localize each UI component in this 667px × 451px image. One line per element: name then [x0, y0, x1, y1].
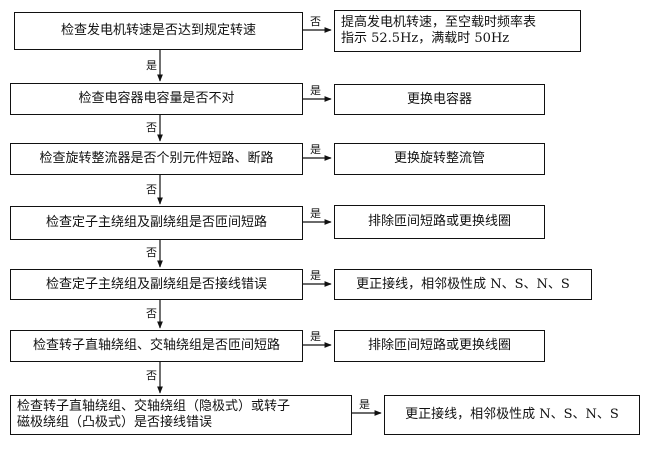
check-text-4: 检查定子主绕组及副绕组是否匝间短路 — [45, 215, 267, 230]
check-box-1: 检查发电机转速是否达到规定转速 — [14, 12, 303, 50]
side-label-6: 是 — [310, 330, 321, 343]
action-text-6: 排除匝间短路或更换线圈 — [367, 338, 511, 353]
action-box-3: 更换旋转整流管 — [334, 143, 545, 175]
down-label-6: 否 — [146, 369, 157, 382]
check-box-5: 检查定子主绕组及副绕组是否接线错误 — [10, 269, 303, 300]
down-label-5: 否 — [146, 307, 157, 320]
down-label-1: 是 — [146, 59, 157, 72]
action-box-2: 更换电容器 — [334, 84, 545, 115]
check-box-2: 检查电容器电容量是否不对 — [10, 83, 303, 115]
action-text-1: 提高发电机转速，至空载时频率表 指示 52.5Hz，满载时 50Hz — [341, 15, 537, 46]
action-box-4: 排除匝间短路或更换线圈 — [334, 205, 545, 239]
check-box-4: 检查定子主绕组及副绕组是否匝间短路 — [10, 206, 303, 240]
down-label-3: 否 — [146, 183, 157, 196]
side-label-1: 否 — [310, 15, 321, 28]
side-label-5: 是 — [310, 269, 321, 282]
side-label-2: 是 — [310, 84, 321, 97]
action-text-3: 更换旋转整流管 — [393, 151, 485, 166]
side-label-4: 是 — [310, 207, 321, 220]
check-text-7: 检查转子直轴绕组、交轴绕组（隐极式）或转子 磁极绕组（凸极式）是否接线错误 — [17, 399, 291, 430]
action-text-7: 更正接线，相邻极性成 N、S、N、S — [405, 407, 619, 422]
action-text-4: 排除匝间短路或更换线圈 — [367, 214, 511, 229]
action-text-5: 更正接线，相邻极性成 N、S、N、S — [356, 276, 570, 292]
down-label-4: 否 — [146, 246, 157, 259]
down-label-2: 否 — [146, 121, 157, 134]
check-text-5: 检查定子主绕组及副绕组是否接线错误 — [45, 276, 267, 292]
action-box-7: 更正接线，相邻极性成 N、S、N、S — [384, 395, 640, 435]
check-box-7: 检查转子直轴绕组、交轴绕组（隐极式）或转子 磁极绕组（凸极式）是否接线错误 — [10, 395, 352, 435]
side-label-7: 是 — [359, 398, 370, 411]
check-text-1: 检查发电机转速是否达到规定转速 — [60, 23, 256, 38]
check-text-3: 检查旋转整流器是否个别元件短路、断路 — [39, 151, 274, 166]
check-text-6: 检查转子直轴绕组、交轴绕组是否匝间短路 — [32, 338, 280, 353]
action-box-6: 排除匝间短路或更换线圈 — [334, 330, 545, 362]
side-label-3: 是 — [310, 143, 321, 156]
check-box-3: 检查旋转整流器是否个别元件短路、断路 — [10, 143, 303, 175]
check-text-2: 检查电容器电容量是否不对 — [78, 91, 235, 106]
action-box-1: 提高发电机转速，至空载时频率表 指示 52.5Hz，满载时 50Hz — [334, 10, 581, 52]
action-text-2: 更换电容器 — [406, 91, 472, 107]
action-box-5: 更正接线，相邻极性成 N、S、N、S — [334, 269, 592, 300]
check-box-6: 检查转子直轴绕组、交轴绕组是否匝间短路 — [10, 330, 303, 362]
